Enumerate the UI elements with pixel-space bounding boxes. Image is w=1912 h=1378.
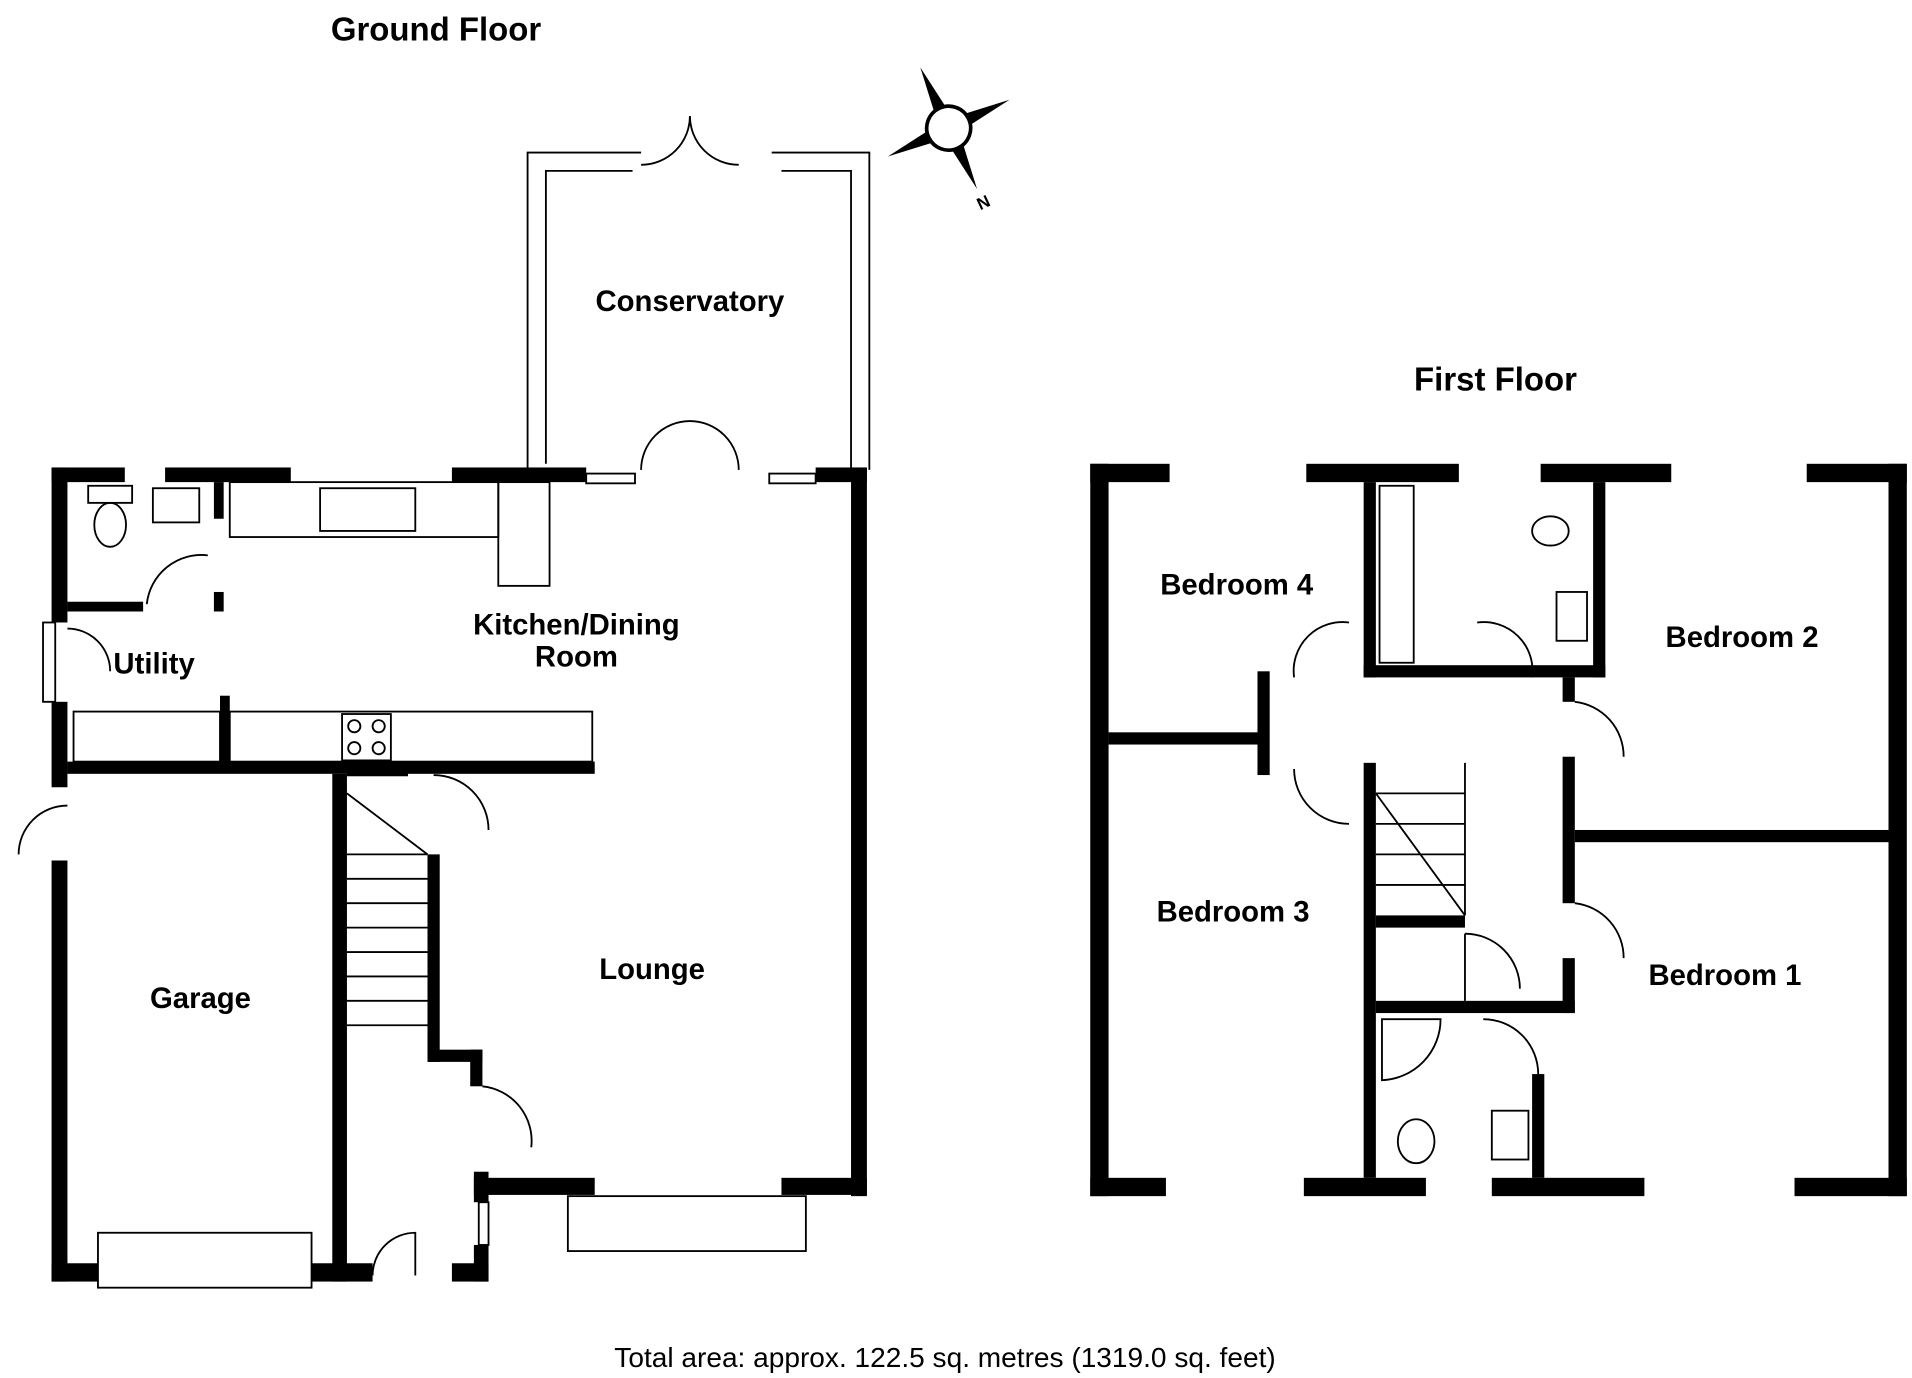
total-area-footer: Total area: approx. 122.5 sq. metres (13…	[614, 1342, 1275, 1373]
conservatory-frame	[526, 115, 871, 485]
first-floor-walls	[1090, 463, 1907, 1197]
room-label-bedroom3: Bedroom 3	[1157, 896, 1310, 929]
room-label-conservatory: Conservatory	[596, 285, 785, 318]
compass-icon: N	[887, 67, 1010, 214]
ground-floor-walls	[17, 467, 867, 1289]
room-label-kitchen-line2: Room	[535, 640, 618, 673]
room-label-bedroom4: Bedroom 4	[1160, 568, 1314, 601]
room-label-bedroom2: Bedroom 2	[1666, 621, 1819, 654]
room-label-garage: Garage	[150, 982, 251, 1015]
compass-north-label: N	[974, 192, 993, 214]
ground-floor-title: Ground Floor	[331, 10, 542, 47]
room-label-kitchen-line1: Kitchen/Dining	[473, 609, 680, 642]
room-label-lounge: Lounge	[599, 953, 705, 986]
room-label-utility: Utility	[113, 648, 195, 681]
first-floor-title: First Floor	[1414, 361, 1577, 398]
room-label-bedroom1: Bedroom 1	[1648, 959, 1801, 992]
